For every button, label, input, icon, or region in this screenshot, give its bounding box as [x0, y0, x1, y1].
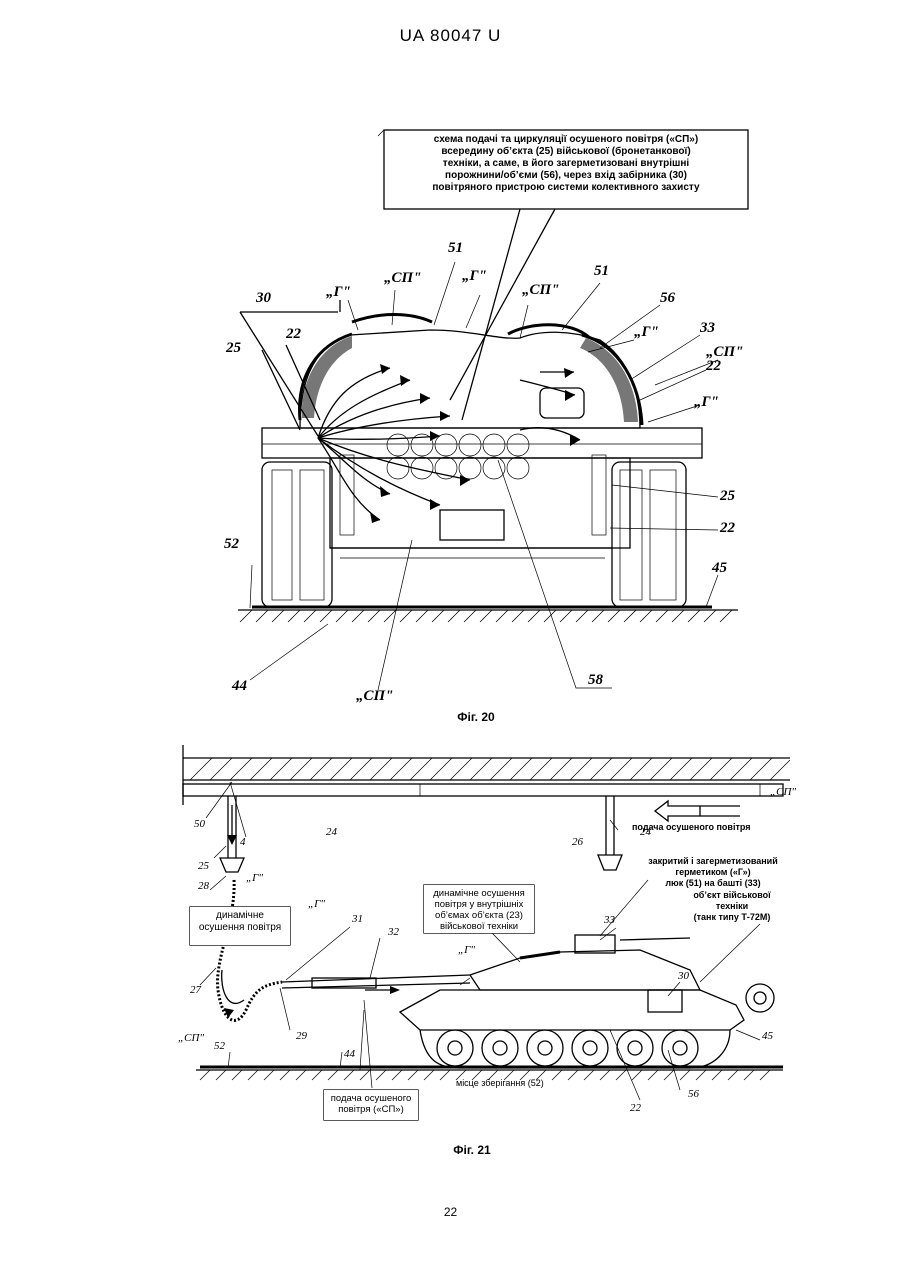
fig21-note-object-line-3: (танк типу Т-72М) [680, 912, 784, 923]
fig21-ref-27: 27 [190, 984, 201, 996]
fig21-ref-26: 26 [572, 836, 583, 848]
fig21-callout-internal-line-1: динамічне осушення [428, 888, 530, 899]
fig21-callout-internal-drying: динамічне осушення повітря у внутрішніх … [424, 885, 534, 933]
fig21-label-g-1: „Г" [246, 872, 263, 884]
fig21-label-g-3: „Г" [458, 944, 475, 956]
fig21-caption: Фіг. 21 [422, 1143, 522, 1157]
fig21-ref-29: 29 [296, 1030, 307, 1042]
fig21-ref-28: 28 [198, 880, 209, 892]
fig21-ref-24-b: 24 [640, 826, 651, 838]
fig21-ref-44: 44 [344, 1048, 355, 1060]
fig21-note-storage: місце зберігання (52) [456, 1078, 544, 1089]
fig21-ref-33: 33 [604, 914, 615, 926]
fig21-callout-dynamic-drying-line-2: осушення повітря [194, 922, 286, 934]
fig21-note-hatch-line-3: люк (51) на башті (33) [628, 878, 798, 889]
fig21-label-sp-1: „СП" [770, 786, 796, 798]
fig21-ref-56: 56 [688, 1088, 699, 1100]
fig21-ref-52: 52 [214, 1040, 225, 1052]
fig21-ref-50: 50 [194, 818, 205, 830]
fig21-callout-dynamic-drying: динамічне осушення повітря [190, 907, 290, 945]
fig21-note-hatch-line-1: закритий і загерметизований [628, 856, 798, 867]
page-number: 22 [0, 1205, 901, 1219]
fig21-ref-24-a: 24 [326, 826, 337, 838]
fig21-ref-4: 4 [240, 836, 246, 848]
fig21-note-hatch: закритий і загерметизований герметиком (… [628, 856, 798, 889]
fig21-callout-supply: подача осушеного повітря («СП») [324, 1090, 418, 1120]
fig21-label-sp-2: „СП" [178, 1032, 204, 1044]
fig21-ref-30: 30 [678, 970, 689, 982]
fig21-note-object-line-1: об’єкт військової [680, 890, 784, 901]
fig21-callout-internal-line-3: об’ємах об’єкта (23) [428, 910, 530, 921]
fig21-callout-dynamic-drying-line-1: динамічне [194, 910, 286, 922]
fig21-ref-22: 22 [630, 1102, 641, 1114]
fig21-ref-31: 31 [352, 913, 363, 925]
fig21-note-object-line-2: техніки [680, 901, 784, 912]
fig21-label-g-2: „Г" [308, 898, 325, 910]
fig21-ref-25: 25 [198, 860, 209, 872]
fig21-callout-internal-line-4: військової техніки [428, 921, 530, 932]
fig21-ref-32: 32 [388, 926, 399, 938]
fig21-note-object: об’єкт військової техніки (танк типу Т-7… [680, 890, 784, 923]
fig21-note-hatch-line-2: герметиком («Г») [628, 867, 798, 878]
fig21-callout-internal-line-2: повітря у внутрішніх [428, 899, 530, 910]
fig21-callout-supply-line-2: повітря («СП») [328, 1104, 414, 1115]
fig21-callout-supply-line-1: подача осушеного [328, 1093, 414, 1104]
fig21-ref-45: 45 [762, 1030, 773, 1042]
